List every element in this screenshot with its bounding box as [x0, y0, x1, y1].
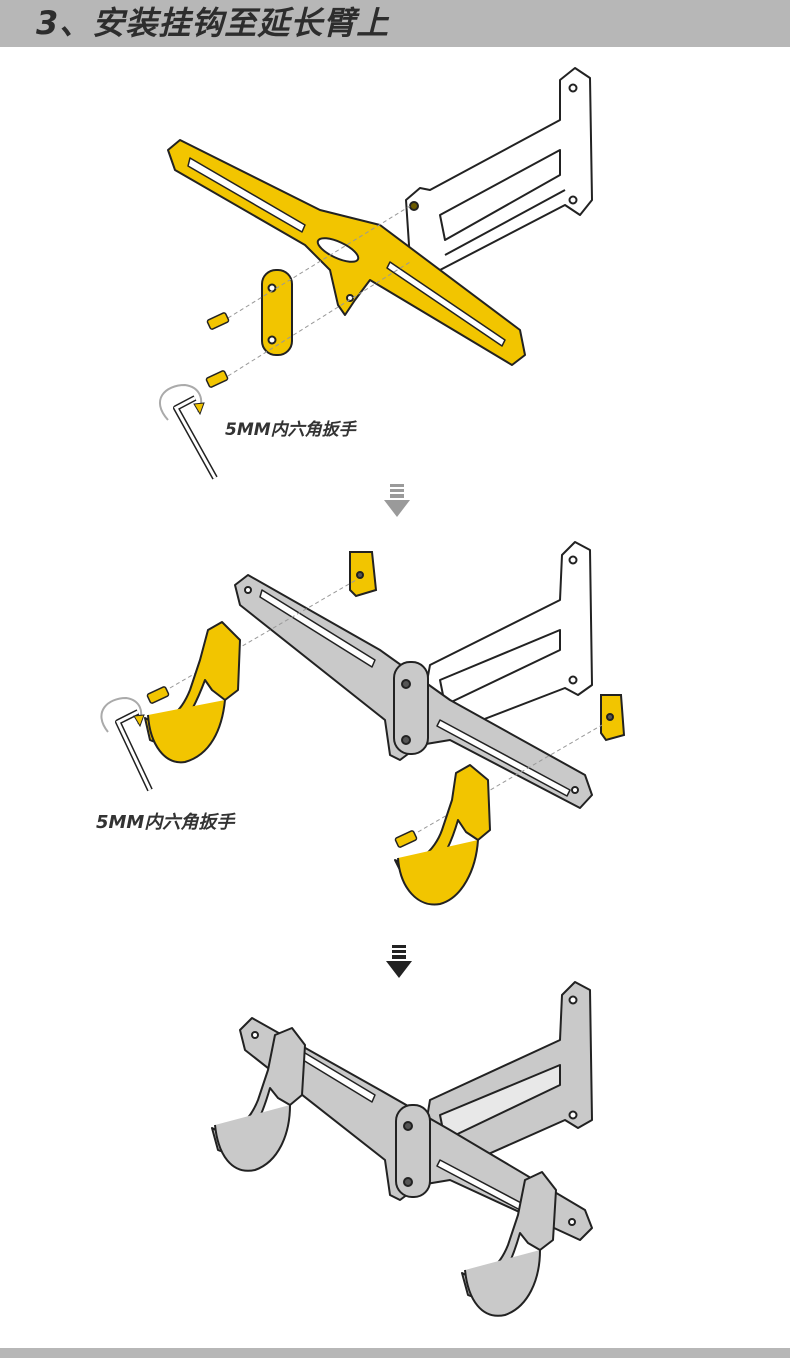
step-2-tool-caption: 5MM内六角扳手	[96, 812, 235, 833]
center-plate-gray	[393, 661, 429, 755]
guide-lines-step1	[227, 205, 411, 377]
hook-right-assembled	[461, 1171, 557, 1317]
rotation-arrow-icon	[100, 696, 143, 733]
extension-arm-yellow	[167, 139, 526, 366]
hook-right-yellow	[394, 764, 491, 906]
wall-bracket-step3	[419, 981, 593, 1181]
nut-block-yellow	[349, 551, 626, 742]
bolt-icon	[146, 686, 418, 848]
wall-bracket-step2	[419, 541, 593, 741]
center-plate-assembled	[395, 1104, 431, 1198]
step-1-tool-caption: 5MM内六角扳手	[225, 420, 356, 440]
down-arrow-icon	[386, 945, 412, 978]
rotation-arrow-icon	[158, 383, 203, 421]
footer-bar	[0, 1348, 790, 1358]
header-bar: 3、安装挂钩至延长臂上	[0, 0, 790, 47]
page-title: 3、安装挂钩至延长臂上	[36, 4, 390, 42]
hook-left-yellow	[144, 621, 241, 764]
adapter-plate-yellow	[261, 269, 293, 356]
hook-left-assembled	[211, 1027, 306, 1172]
down-arrow-icon	[384, 484, 410, 517]
bolt-icon	[205, 312, 230, 388]
wall-bracket-step1	[405, 67, 593, 273]
